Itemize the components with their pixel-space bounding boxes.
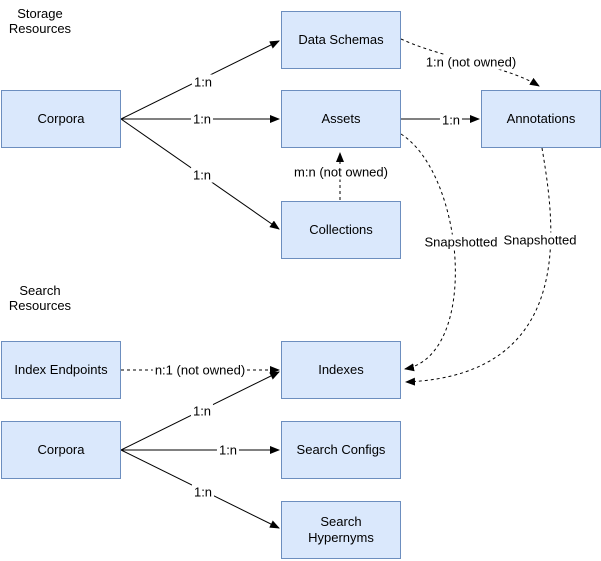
edge-label-corpora-assets: 1:n xyxy=(190,111,214,127)
edge-assets-to-indexes-snapshotted xyxy=(400,133,456,372)
section-label-storage-resources: Storage Resources xyxy=(8,6,72,37)
edge-label-annotations-indexes-snapshotted: Snapshotted xyxy=(501,232,579,248)
edge-label-data-schemas-annotations: 1:n (not owned) xyxy=(423,54,519,70)
edge-label-corpora-search-hypernyms: 1:n xyxy=(191,484,215,500)
edge-label-corpora-search-configs: 1:n xyxy=(216,442,240,458)
node-assets: Assets xyxy=(281,90,401,148)
edge-label-collections-assets: m:n (not owned) xyxy=(292,164,390,180)
node-data-schemas: Data Schemas xyxy=(281,11,401,69)
edge-label-corpora-data-schemas: 1:n xyxy=(191,74,215,90)
section-label-search-resources: Search Resources xyxy=(8,283,72,314)
edge-label-index-endpoints-indexes: n:1 (not owned) xyxy=(152,362,248,378)
edge-label-assets-indexes-snapshotted: Snapshotted xyxy=(422,234,500,250)
node-annotations: Annotations xyxy=(481,90,601,148)
edge-label-corpora-indexes: 1:n xyxy=(190,403,214,419)
node-corpora-search: Corpora xyxy=(1,421,121,479)
node-index-endpoints: Index Endpoints xyxy=(1,341,121,399)
node-indexes: Indexes xyxy=(281,341,401,399)
edge-annotations-to-indexes-snapshotted xyxy=(405,147,552,386)
node-collections: Collections xyxy=(281,201,401,259)
edge-label-corpora-collections: 1:n xyxy=(190,167,214,183)
node-search-configs: Search Configs xyxy=(281,421,401,479)
edge-label-assets-annotations: 1:n xyxy=(439,112,463,128)
node-corpora-storage: Corpora xyxy=(1,90,121,148)
node-search-hypernyms: Search Hypernyms xyxy=(281,501,401,559)
